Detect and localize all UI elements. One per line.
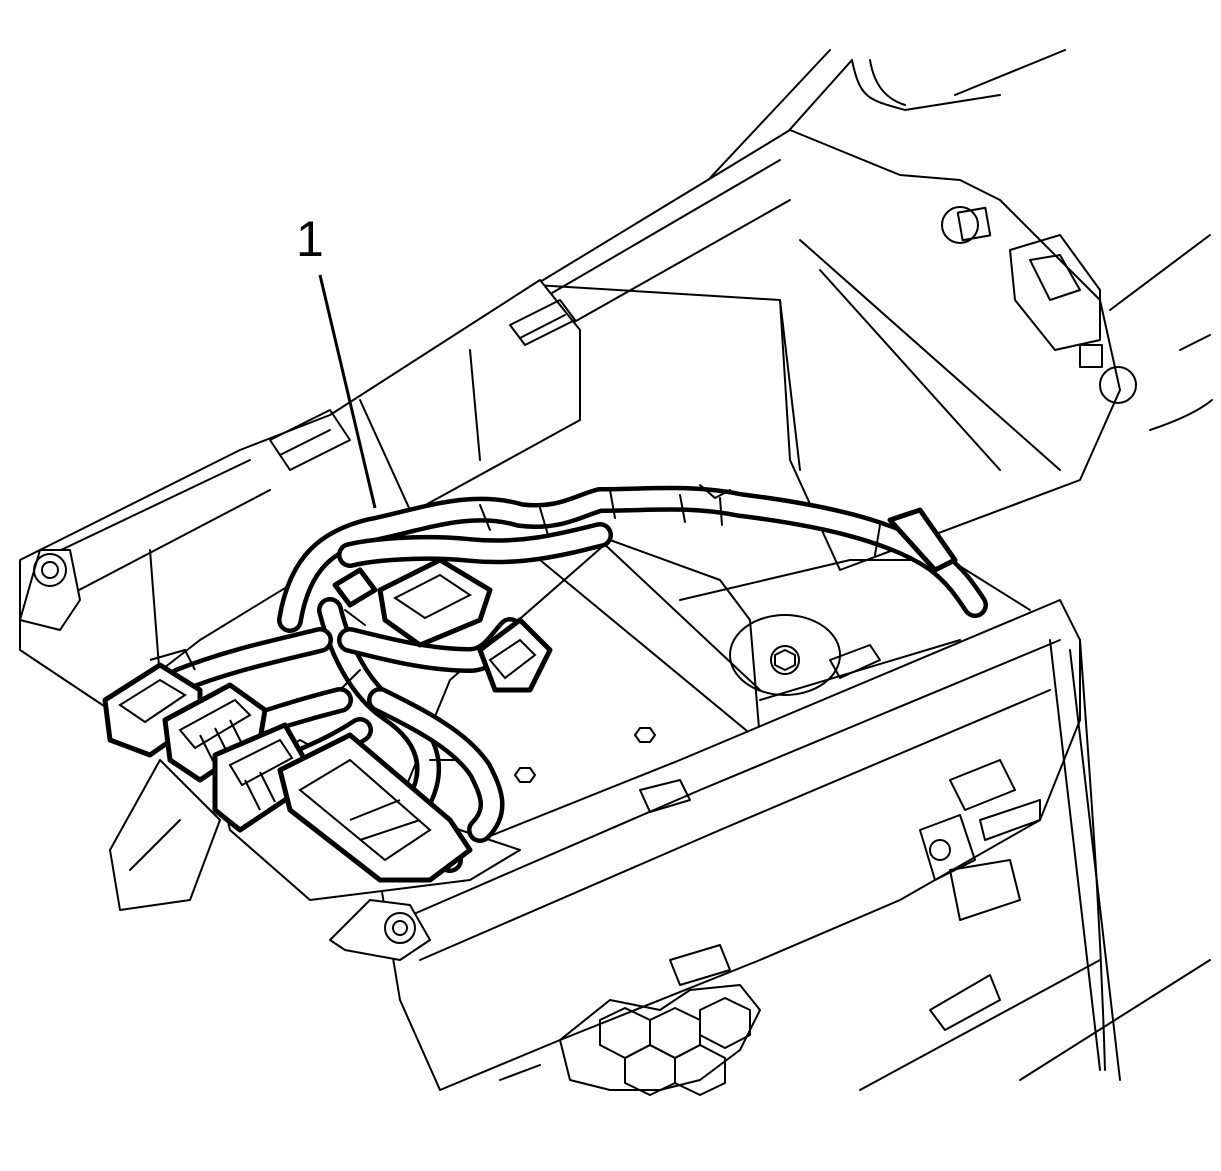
honeycomb-grid	[499, 944, 761, 1096]
connector-right-end	[887, 507, 958, 573]
lower-right-panel	[859, 859, 1211, 1091]
center-mounting-tab	[329, 899, 431, 961]
console-right-front-wall	[379, 599, 1121, 1091]
left-mounting-tab	[19, 549, 81, 631]
left-lower-bracket	[109, 759, 221, 911]
connector-small-top	[332, 567, 378, 608]
connector-module	[277, 732, 473, 883]
console-left-wall	[19, 279, 581, 711]
callout-label-1: 1	[296, 211, 324, 267]
console-back-wall	[534, 129, 1137, 571]
connector-center-upper	[377, 557, 493, 648]
callout-leader-line	[318, 274, 377, 509]
connector-center-lower	[477, 617, 553, 693]
harness-connectors	[102, 507, 958, 883]
